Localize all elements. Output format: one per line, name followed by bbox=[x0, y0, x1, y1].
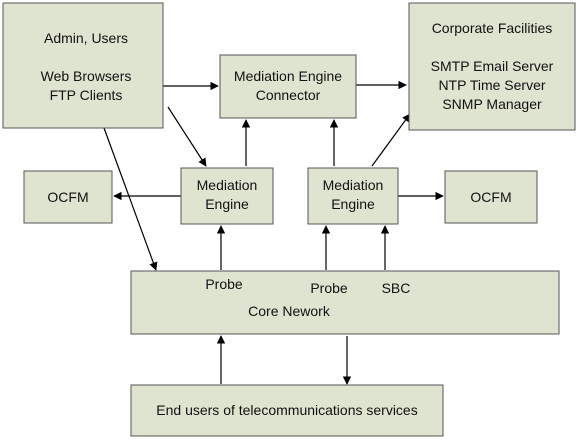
ocfm-left-node: OCFM bbox=[23, 170, 113, 224]
mediation-engine-left-line1: Mediation bbox=[197, 177, 258, 193]
core-probe-right-label: Probe bbox=[310, 280, 348, 296]
core-network-label: Core Nework bbox=[248, 303, 331, 319]
ocfm-right-node: OCFM bbox=[444, 170, 538, 224]
edge-admin-to-left-engine bbox=[167, 106, 207, 167]
edge-right-engine-to-corporate bbox=[371, 113, 411, 167]
mediation-engine-right-line2: Engine bbox=[331, 196, 375, 212]
connector-label-line1: Mediation Engine bbox=[234, 68, 342, 84]
ocfm-left-label: OCFM bbox=[47, 189, 88, 205]
core-probe-left-label: Probe bbox=[205, 276, 243, 292]
connector-label-line2: Connector bbox=[256, 87, 321, 103]
mediation-engine-left-line2: Engine bbox=[205, 196, 249, 212]
admin-users-node: Admin, Users Web Browsers FTP Clients bbox=[2, 2, 164, 129]
mediation-engine-right-line1: Mediation bbox=[323, 177, 384, 193]
edges bbox=[103, 80, 444, 385]
end-users-node: End users of telecommunications services bbox=[130, 384, 444, 437]
smtp-server-label: SMTP Email Server bbox=[431, 58, 554, 74]
end-users-label: End users of telecommunications services bbox=[156, 402, 417, 418]
mediation-engine-left-node: Mediation Engine bbox=[180, 167, 274, 225]
ntp-server-label: NTP Time Server bbox=[438, 77, 545, 93]
snmp-manager-label: SNMP Manager bbox=[442, 96, 542, 112]
ftp-clients-label: FTP Clients bbox=[50, 87, 123, 103]
admin-users-label: Admin, Users bbox=[44, 30, 128, 46]
mediation-engine-right-node: Mediation Engine bbox=[307, 167, 399, 225]
ocfm-right-label: OCFM bbox=[470, 189, 511, 205]
core-sbc-label: SBC bbox=[382, 280, 411, 296]
corporate-facilities-label: Corporate Facilities bbox=[432, 20, 553, 36]
web-browsers-label: Web Browsers bbox=[41, 68, 132, 84]
core-network-node: Probe Probe SBC Core Nework bbox=[130, 270, 560, 335]
edge-admin-to-core bbox=[103, 127, 158, 271]
corporate-facilities-node: Corporate Facilities SMTP Email Server N… bbox=[408, 2, 576, 131]
mediation-engine-connector-node: Mediation Engine Connector bbox=[219, 54, 357, 119]
